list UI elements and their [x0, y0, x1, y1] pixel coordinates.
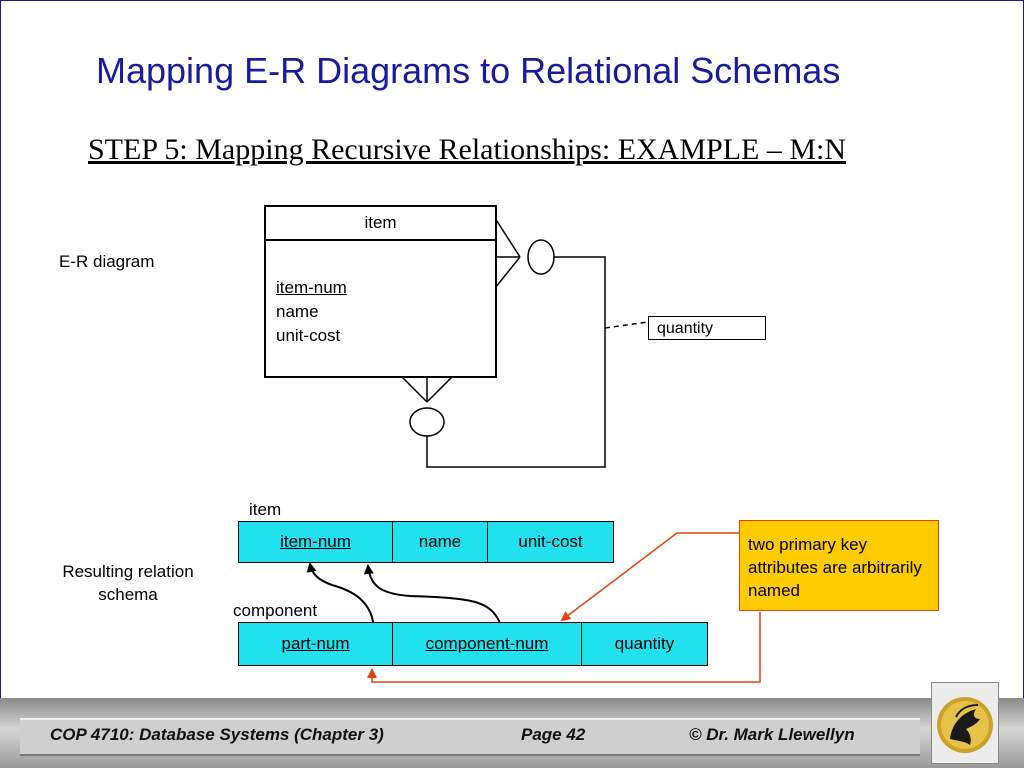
optional-circle-bottom: [409, 407, 445, 437]
fk-arrow-part-num: [306, 562, 375, 633]
relation-cell: item-num: [239, 522, 393, 562]
relation-component-name: component: [233, 601, 318, 620]
crows-foot-right: [494, 217, 521, 289]
footer-bar: [20, 718, 920, 756]
fk-arrow-component-num: [363, 564, 501, 624]
footer-course: COP 4710: Database Systems (Chapter 3): [50, 725, 384, 744]
quantity-link-dashed: [604, 321, 649, 329]
slide-subtitle: STEP 5: Mapping Recursive Relationships:…: [88, 133, 847, 166]
footer-page: Page 42: [521, 725, 586, 744]
relation-item-name: item: [249, 500, 282, 519]
ucf-pegasus-logo: [931, 682, 999, 764]
entity-attribute: unit-cost: [276, 326, 341, 345]
relation-schema-label: Resulting relation schema: [48, 560, 208, 606]
note-arrow-lower: [367, 612, 761, 683]
recursive-relationship-line: [426, 256, 606, 468]
relationship-attribute-quantity: quantity: [648, 316, 766, 340]
relation-cell: part-num: [239, 623, 393, 665]
optional-circle-right: [527, 239, 555, 275]
relation-schema-label-line2: schema: [98, 585, 158, 604]
entity-attribute-key: item-num: [276, 278, 347, 297]
relation-cell: name: [393, 522, 488, 562]
relation-cell: unit-cost: [518, 532, 583, 551]
relation-component: part-num component-num quantity: [238, 622, 708, 666]
entity-item: item item-num name unit-cost: [264, 205, 497, 378]
slide-title: Mapping E-R Diagrams to Relational Schem…: [96, 50, 841, 91]
relation-schema-label-line1: Resulting relation: [62, 562, 194, 581]
er-diagram-label: E-R diagram: [59, 252, 155, 271]
entity-attribute: name: [276, 302, 319, 321]
pegasus-icon: [937, 697, 993, 753]
entity-name: item: [266, 207, 495, 241]
relation-item: item-num name unit-cost: [238, 521, 614, 563]
relation-cell: component-num: [393, 623, 582, 665]
relation-cell: quantity: [614, 634, 675, 653]
crows-foot-bottom: [400, 375, 454, 403]
footer-author: © Dr. Mark Llewellyn: [689, 725, 855, 744]
primary-key-note: two primary key attributes are arbitrari…: [739, 520, 939, 611]
